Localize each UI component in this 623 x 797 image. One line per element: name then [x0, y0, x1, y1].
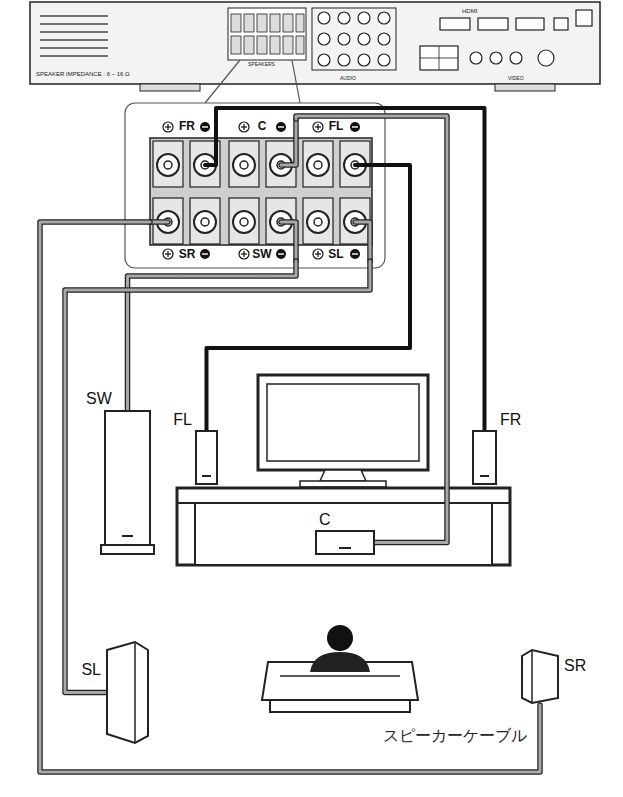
speaker-shape	[105, 640, 150, 745]
terminal-pair: FR	[150, 119, 224, 205]
speaker-label-box: FL	[173, 410, 192, 429]
cable-core	[65, 261, 370, 693]
speaker-label: SR	[564, 656, 586, 675]
speaker-shape	[520, 648, 560, 705]
cable-line	[216, 108, 485, 430]
terminal-label: FR	[179, 119, 195, 133]
cable-line	[207, 165, 411, 430]
panel-label: SPEAKERS	[248, 61, 275, 67]
terminal-label: C	[258, 119, 267, 133]
cable-core	[40, 222, 540, 772]
speaker-label-box: SR	[564, 656, 586, 675]
speaker-shape	[100, 410, 155, 555]
speaker-cable	[128, 261, 297, 410]
speaker: SL	[105, 640, 150, 745]
cable-core	[128, 261, 297, 410]
speaker: C	[315, 530, 375, 555]
terminal-label: SW	[252, 247, 271, 261]
speaker: SW	[100, 410, 155, 555]
speaker: FL	[195, 430, 218, 485]
speaker: FR	[472, 430, 497, 485]
speaker-label-box: SW	[86, 389, 112, 408]
cable-line	[65, 261, 370, 693]
speaker-label: SL	[81, 660, 101, 679]
speaker-cable	[216, 108, 485, 430]
speaker-cable	[207, 165, 411, 430]
cable-line	[128, 261, 297, 410]
speaker-cable	[65, 261, 370, 693]
panel-label: VIDEO	[508, 75, 524, 81]
terminal-pair: SL	[300, 205, 372, 261]
cable-label: スピーカーケーブル	[383, 726, 527, 745]
speaker-shape	[472, 430, 497, 485]
terminal-pair: SW	[226, 205, 298, 261]
speaker-cable	[40, 222, 540, 772]
speaker-label: FR	[500, 410, 521, 429]
panel-label: AUDIO	[340, 75, 356, 81]
terminal-label: SR	[179, 247, 196, 261]
panel-label: HDMI	[462, 8, 477, 15]
cable-line	[40, 222, 540, 772]
speaker-label: SW	[86, 389, 112, 408]
terminal-label: SL	[328, 247, 343, 261]
speaker-label-box: FR	[500, 410, 521, 429]
speaker-label-box: C	[319, 510, 331, 529]
terminal-pair: C	[226, 119, 298, 205]
terminal-label: FL	[329, 119, 344, 133]
speaker-label: C	[319, 510, 331, 529]
speaker: SR	[520, 648, 560, 705]
cable-core	[296, 116, 447, 543]
cable-line	[296, 116, 447, 543]
panel-label: SPEAKER IMPEDANCE : 6 – 16 Ω	[36, 71, 130, 78]
speaker-cable	[296, 116, 447, 543]
speaker-shape	[315, 530, 375, 555]
speaker-label-box: SL	[81, 660, 101, 679]
speaker-shape	[195, 430, 218, 485]
speaker-label: FL	[173, 410, 192, 429]
terminal-pair: FL	[300, 119, 372, 205]
terminal-pair: SR	[150, 205, 224, 261]
